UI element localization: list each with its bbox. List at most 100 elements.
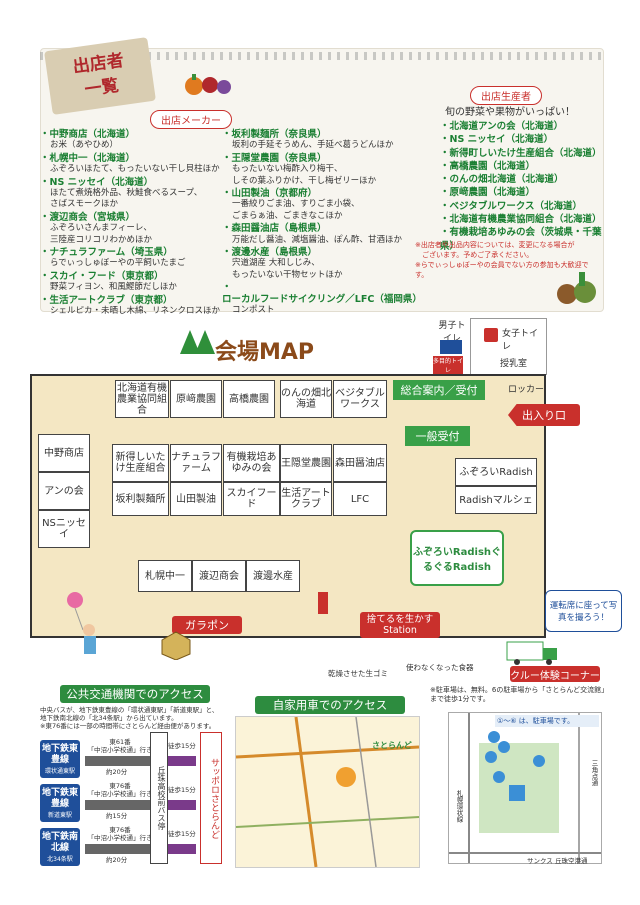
booth[interactable]: ベジタブルワークス: [333, 380, 387, 418]
station-label: 捨てるを生かすStation: [360, 612, 440, 638]
grower-name: 原﨑農園（北海道）: [440, 186, 605, 199]
grower-name: 北海道アンの会（北海道）: [440, 120, 605, 133]
booth[interactable]: ナチュラファーム: [170, 444, 222, 482]
growers-list: 北海道アンの会（北海道） NS ニッセイ（北海道） 新得町しいたけ生産組合（北海…: [440, 120, 605, 253]
maker-desc: 三陸産コリコリわかめほか: [50, 234, 153, 245]
booth[interactable]: のんの畑北海道: [280, 380, 332, 418]
bus-arrow: [85, 844, 150, 854]
map-title: 会場MAP: [215, 340, 315, 365]
intro-note: ※東76番には一部の時間帯にさとらんど経由便があります。: [40, 722, 216, 730]
growers-label: 出店生産者: [470, 86, 542, 105]
truck-icon: [505, 638, 560, 666]
bus-destination: 「中沼小学校通」行き: [87, 790, 153, 798]
booth[interactable]: 王隠堂農園: [280, 444, 332, 482]
nursing-room-label: 授乳室: [500, 359, 528, 369]
stop-name: 環状通東駅: [44, 768, 75, 775]
maker-desc: ほたて煮焼格外品、秋鮭食べるスープ、: [50, 188, 203, 199]
booth[interactable]: 北海道有機農業協同組合: [115, 380, 169, 418]
walk-arrow: [168, 800, 196, 810]
bus-stop-label: 丘珠高校前バス停: [150, 732, 168, 864]
booth[interactable]: 新得しいたけ生産組合: [112, 444, 169, 482]
stop-name: 新道東駅: [47, 812, 72, 819]
booth[interactable]: 坂利製麺所: [112, 482, 169, 516]
grower-name: 北海道有機農業協同組合（北海道）: [440, 213, 605, 226]
maker-name: 坂利製麺所（奈良県）: [222, 129, 427, 140]
vegetable-basket-illustration: [555, 268, 600, 308]
mens-restroom-icon: [440, 340, 462, 354]
walk-arrow: [168, 844, 196, 854]
makers-column-2: 坂利製麺所（奈良県） 坂利の手延そうめん、手延べ葛うどんほか 王隠堂農園（奈良県…: [222, 128, 427, 317]
station-caption: 乾燥させた生ゴミ: [328, 669, 388, 678]
booth[interactable]: 渡辺商会: [192, 560, 246, 592]
maker-desc: 宍道湖産 大和しじみ、: [232, 258, 320, 269]
bus-time: 約20分: [106, 856, 128, 864]
grower-name: 高橋農園（北海道）: [440, 160, 605, 173]
bus-route: 東61番 「中沼小学校通」行き: [85, 738, 155, 754]
booth[interactable]: LFC: [333, 482, 387, 516]
maker-desc: らでぃっしゅぼーやの平飼いたまご: [50, 258, 186, 269]
booth[interactable]: 生活アートクラブ: [280, 482, 332, 516]
grower-name: 新得町しいたけ生産組合（北海道）: [440, 147, 605, 160]
booth[interactable]: 高橋農園: [223, 380, 275, 418]
walk-time: 徒歩15分: [168, 786, 196, 794]
maker-desc: ふぞろいさんまフィーレ、: [50, 223, 152, 234]
map-label: 札幌環状線: [455, 790, 463, 823]
note-line: ※出店者や出品内容については、変更になる場合が: [415, 241, 575, 249]
maker-desc: 野菜フィヨン、和風鰹節だしほか: [50, 282, 177, 293]
womens-restroom-icon: [484, 328, 498, 342]
growers-tagline: 旬の野菜や果物がいっぱい！: [445, 107, 575, 118]
mens-restroom-label: 男子トイレ: [438, 321, 466, 344]
maker-name: 王隠堂農園（奈良県）: [222, 153, 427, 164]
maker-name: 札幌中一（北海道）: [40, 153, 230, 164]
info-desk: 総合案内／受付: [393, 380, 485, 400]
line-name: 地下鉄東豊線: [41, 788, 78, 809]
photo-callout: 運転席に座って写真を撮ろう！: [545, 590, 622, 632]
booth[interactable]: ふぞろいRadish: [455, 458, 537, 486]
makers-label: 出店メーカー: [150, 110, 232, 129]
note-line: ございます。予めご了承ください。: [415, 251, 534, 259]
crew-corner-label: クルー体験コーナー: [510, 666, 600, 682]
maker-desc: お米（あやひめ）: [50, 140, 119, 151]
venue-logo: さとらんど: [372, 741, 412, 750]
radish-banner: ふぞろいRadishぐるぐるRadish: [410, 530, 504, 586]
booth[interactable]: Radishマルシェ: [455, 486, 537, 514]
maker-desc: しその葉ふりかけ、干し梅ゼリーほか: [232, 175, 377, 186]
car-access-map[interactable]: [235, 716, 420, 868]
maker-desc: 坂利の手延そうめん、手延べ葛うどんほか: [232, 140, 394, 151]
notebook-rings: [40, 52, 602, 60]
line-name: 地下鉄東豊線: [41, 744, 78, 765]
maker-desc: ふぞろいほたて、もったいない干し貝柱ほか: [50, 164, 220, 175]
bus-number: 東76番: [109, 782, 131, 790]
booth[interactable]: スカイフード: [223, 482, 280, 516]
maker-name: NS ニッセイ（北海道）: [40, 177, 230, 188]
map-label: サンクス: [527, 857, 553, 865]
booth[interactable]: 中野商店: [38, 434, 90, 472]
grower-name: のんの畑北海道（北海道）: [440, 173, 605, 186]
maker-name: ナチュラファーム（埼玉県）: [40, 247, 230, 258]
booth[interactable]: アンの会: [38, 472, 90, 510]
bus-number: 東76番: [109, 826, 131, 834]
walk-arrow: [168, 756, 196, 766]
booth[interactable]: 森田醤油店: [333, 444, 387, 482]
walkway-arrow: [318, 592, 328, 614]
booth[interactable]: 有機栽培あゆみの会: [223, 444, 280, 482]
maker-name: 渡辺商会（宮城県）: [40, 212, 230, 223]
walk-time: 徒歩15分: [168, 830, 196, 838]
parking-note: ※駐車場は、無料。6の駐車場から「さとらんど交流館」まで徒歩1分です。: [430, 686, 609, 703]
booth[interactable]: 山田製油: [170, 482, 222, 516]
maker-desc: ごまらぁ油、ごまきなこほか: [232, 210, 343, 221]
booth[interactable]: 札幌中一: [138, 560, 192, 592]
public-access-intro: 中央バスが、地下鉄東豊線の「環状通東駅」「新道東駅」と、 地下鉄南北線の「北34…: [40, 706, 255, 730]
maker-desc: もったいない梅酢入り梅干、: [232, 164, 343, 175]
booth[interactable]: 原﨑農園: [170, 380, 222, 418]
public-access-title: 公共交通機関でのアクセス: [60, 685, 210, 703]
walk-time: 徒歩15分: [168, 742, 196, 750]
garapon-label: ガラポン: [172, 616, 242, 634]
multipurpose-restroom-label: 多目的トイレ: [433, 356, 464, 374]
parking-map[interactable]: [448, 712, 602, 864]
car-access-title: 自家用車でのアクセス: [255, 696, 405, 714]
booth[interactable]: 渡邊水産: [246, 560, 300, 592]
maker-name: 山田製油（京都府）: [222, 188, 427, 199]
booth[interactable]: NSニッセイ: [38, 510, 90, 548]
parking-legend: ①～⑥ は、駐車場です。: [495, 715, 599, 727]
